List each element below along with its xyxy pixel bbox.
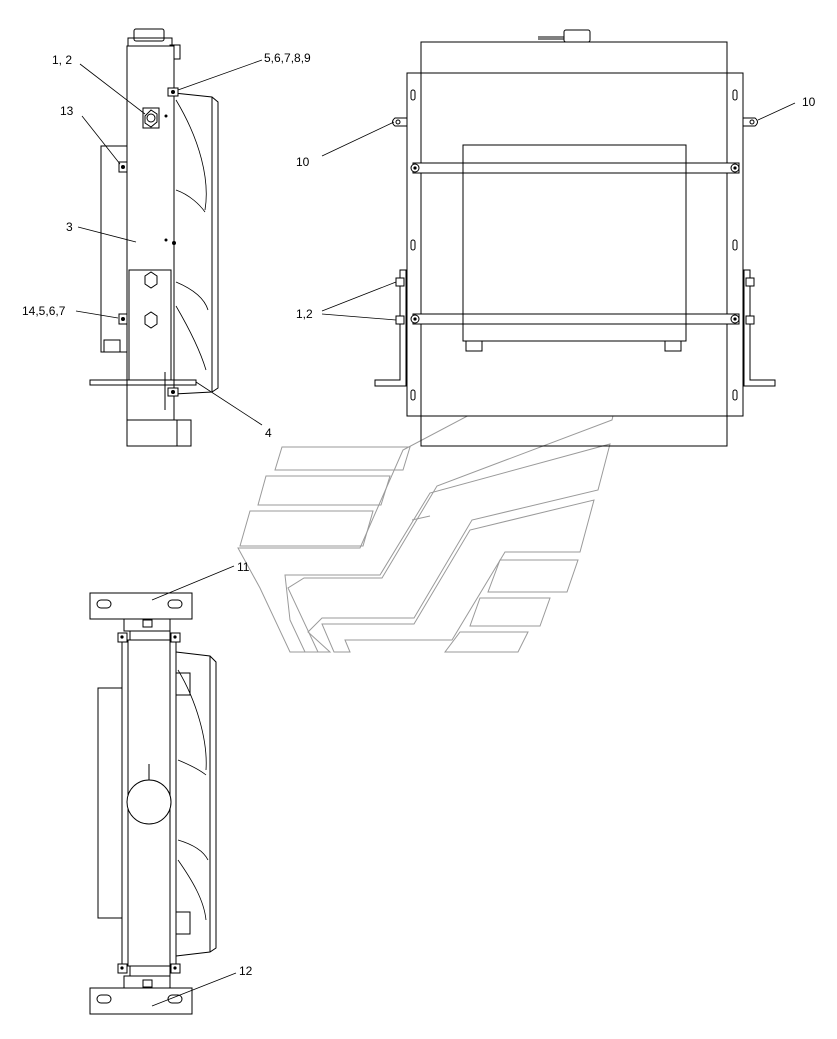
callout-5-6-7-8-9: 5,6,7,8,9	[264, 51, 311, 65]
callout-1-2-side: 1, 2	[52, 53, 72, 67]
side-view	[75, 28, 263, 447]
front-view	[321, 29, 796, 447]
callout-10-left: 10	[296, 155, 310, 169]
callout-14-5-6-7: 14,5,6,7	[22, 304, 66, 318]
callout-4: 4	[265, 426, 272, 440]
rotated-view	[89, 565, 237, 1015]
callout-11: 11	[237, 560, 250, 574]
callout-12: 12	[239, 964, 253, 978]
callout-10-right: 10	[802, 95, 816, 109]
callout-3: 3	[66, 220, 73, 234]
callout-13: 13	[60, 104, 74, 118]
watermark-logo	[237, 327, 635, 653]
callout-1-2-front: 1,2	[296, 307, 313, 321]
